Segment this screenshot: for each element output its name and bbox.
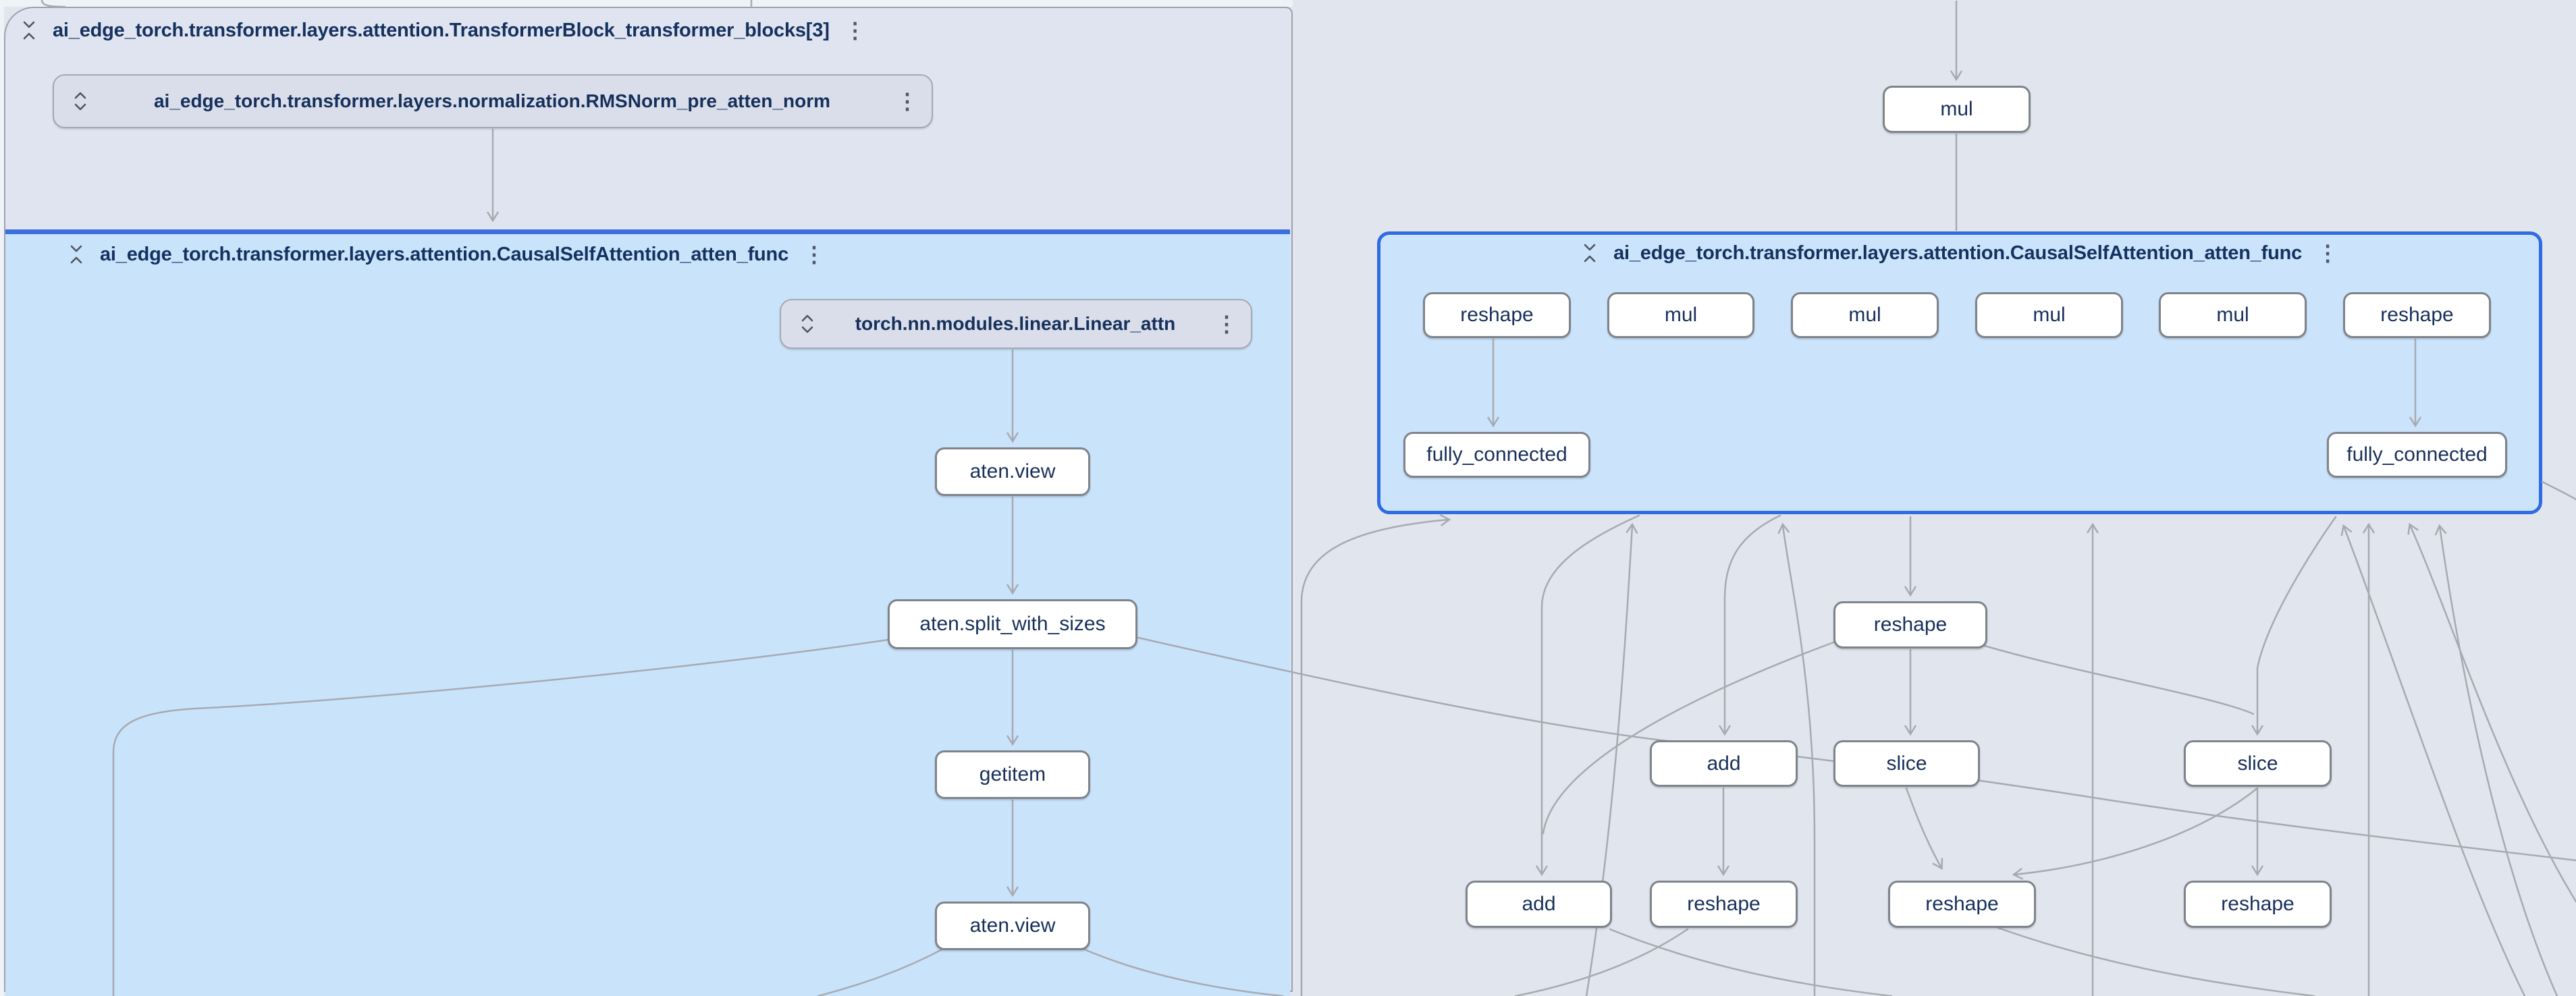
op-node-aten-view-2[interactable]: aten.view xyxy=(935,902,1090,950)
op-node-reshape-r2[interactable]: reshape xyxy=(2343,292,2491,338)
edge xyxy=(1998,928,2314,996)
collapse-icon[interactable] xyxy=(18,19,41,42)
right-attention-title: ai_edge_torch.transformer.layers.attenti… xyxy=(1613,242,2302,265)
op-label: mul xyxy=(2216,304,2249,327)
op-label: reshape xyxy=(2221,893,2294,916)
op-node-mul-r1d[interactable]: mul xyxy=(2159,292,2307,338)
edge xyxy=(2410,525,2576,902)
op-node-aten-view-1[interactable]: aten.view xyxy=(935,447,1090,496)
op-node-reshape-b3[interactable]: reshape xyxy=(2184,881,2332,928)
left-attention-title: ai_edge_torch.transformer.layers.attenti… xyxy=(100,244,788,266)
op-label: reshape xyxy=(1687,893,1760,916)
op-node-add-1[interactable]: add xyxy=(1650,740,1798,787)
op-label: reshape xyxy=(1460,304,1533,327)
edge xyxy=(1610,929,1891,996)
overflow-menu-icon[interactable]: ⋮ xyxy=(894,90,921,112)
op-label: slice xyxy=(1886,752,1927,775)
op-node-mul-r1c[interactable]: mul xyxy=(1975,292,2123,338)
module-node-rmsnorm[interactable]: ai_edge_torch.transformer.layers.normali… xyxy=(53,74,933,128)
edge xyxy=(2542,482,2576,499)
op-node-fully-connected-1[interactable]: fully_connected xyxy=(1403,432,1590,478)
op-node-mul-r1b[interactable]: mul xyxy=(1791,292,1939,338)
edge xyxy=(1725,516,1780,734)
op-node-fully-connected-2[interactable]: fully_connected xyxy=(2327,432,2507,478)
edge xyxy=(1985,646,2253,714)
overflow-menu-icon[interactable]: ⋮ xyxy=(801,244,828,265)
edge xyxy=(2440,526,2557,996)
canvas-top-strip xyxy=(0,0,1293,7)
left-attention-header[interactable]: ai_edge_torch.transformer.layers.attenti… xyxy=(65,239,828,270)
op-label: add xyxy=(1522,893,1555,916)
module-node-label: torch.nn.modules.linear.Linear_attn xyxy=(817,313,1213,335)
op-label: mul xyxy=(1848,304,1881,327)
op-node-reshape-mid[interactable]: reshape xyxy=(1833,601,1987,648)
op-label: aten.split_with_sizes xyxy=(919,613,1105,636)
op-node-slice-2[interactable]: slice xyxy=(2184,740,2332,787)
edge xyxy=(2014,788,2257,875)
expand-icon[interactable] xyxy=(70,90,90,113)
op-label: mul xyxy=(2033,304,2065,327)
collapse-icon[interactable] xyxy=(65,243,88,266)
op-node-mul-r1a[interactable]: mul xyxy=(1607,292,1754,338)
op-label: mul xyxy=(1665,304,1697,327)
op-label: add xyxy=(1707,752,1740,775)
op-label: aten.view xyxy=(970,460,1056,483)
collapse-icon[interactable] xyxy=(1578,242,1601,265)
edge xyxy=(1302,520,1449,996)
op-node-slice-1[interactable]: slice xyxy=(1833,740,1980,787)
edge xyxy=(1543,642,1833,833)
op-label: fully_connected xyxy=(2346,443,2487,466)
transformer-block-title: ai_edge_torch.transformer.layers.attenti… xyxy=(53,20,830,42)
edge xyxy=(2257,517,2336,734)
expand-icon[interactable] xyxy=(797,312,817,335)
op-label: slice xyxy=(2237,752,2278,775)
op-label: aten.view xyxy=(970,914,1056,937)
module-node-linear-attn[interactable]: torch.nn.modules.linear.Linear_attn ⋮ xyxy=(780,299,1252,349)
overflow-menu-icon[interactable]: ⋮ xyxy=(842,20,869,41)
module-node-label: ai_edge_torch.transformer.layers.normali… xyxy=(90,90,894,112)
op-node-aten-split-with-sizes[interactable]: aten.split_with_sizes xyxy=(888,599,1137,649)
op-node-reshape-r1[interactable]: reshape xyxy=(1423,292,1571,338)
overflow-menu-icon[interactable]: ⋮ xyxy=(2314,242,2341,264)
op-label: fully_connected xyxy=(1426,443,1567,466)
transformer-block-header[interactable]: ai_edge_torch.transformer.layers.attenti… xyxy=(18,15,868,46)
op-node-reshape-b1[interactable]: reshape xyxy=(1650,881,1798,928)
op-node-add-2[interactable]: add xyxy=(1466,881,1612,928)
op-label: getitem xyxy=(980,763,1046,786)
edge xyxy=(1515,929,1688,996)
op-label: reshape xyxy=(2380,304,2453,327)
op-node-reshape-b2[interactable]: reshape xyxy=(1888,881,2036,928)
op-node-mul-top[interactable]: mul xyxy=(1883,86,2031,133)
right-attention-header[interactable]: ai_edge_torch.transformer.layers.attenti… xyxy=(1377,238,2542,269)
op-label: reshape xyxy=(1925,893,1998,916)
op-node-getitem[interactable]: getitem xyxy=(935,750,1090,799)
op-label: reshape xyxy=(1874,613,1947,636)
edge xyxy=(1542,516,1639,874)
overflow-menu-icon[interactable]: ⋮ xyxy=(1213,313,1240,335)
edge xyxy=(2344,526,2525,996)
op-label: mul xyxy=(1940,98,1973,121)
edge xyxy=(1906,788,1941,868)
